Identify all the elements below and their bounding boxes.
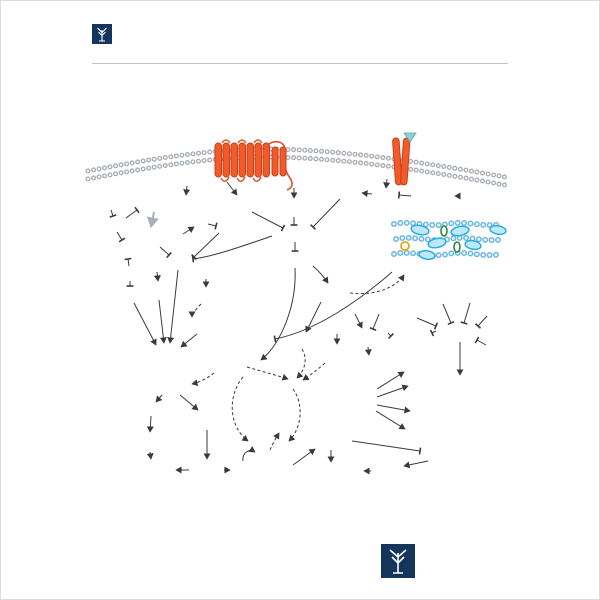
cst-tree-logo-icon bbox=[381, 544, 415, 578]
cst-logo bbox=[381, 544, 421, 578]
page-header bbox=[92, 24, 120, 44]
dashed-arrows bbox=[188, 274, 405, 451]
arrows bbox=[133, 178, 464, 475]
frizzled-receptor-icon bbox=[214, 139, 293, 191]
rtk-receptor-icon bbox=[392, 132, 417, 186]
plasma-membrane bbox=[85, 146, 508, 188]
inhibition-links bbox=[109, 191, 488, 455]
neurotrophin-icon bbox=[403, 132, 417, 143]
header-divider bbox=[92, 63, 508, 64]
cst-tree-logo-icon bbox=[92, 24, 112, 44]
actin-filaments-icon bbox=[391, 219, 507, 261]
